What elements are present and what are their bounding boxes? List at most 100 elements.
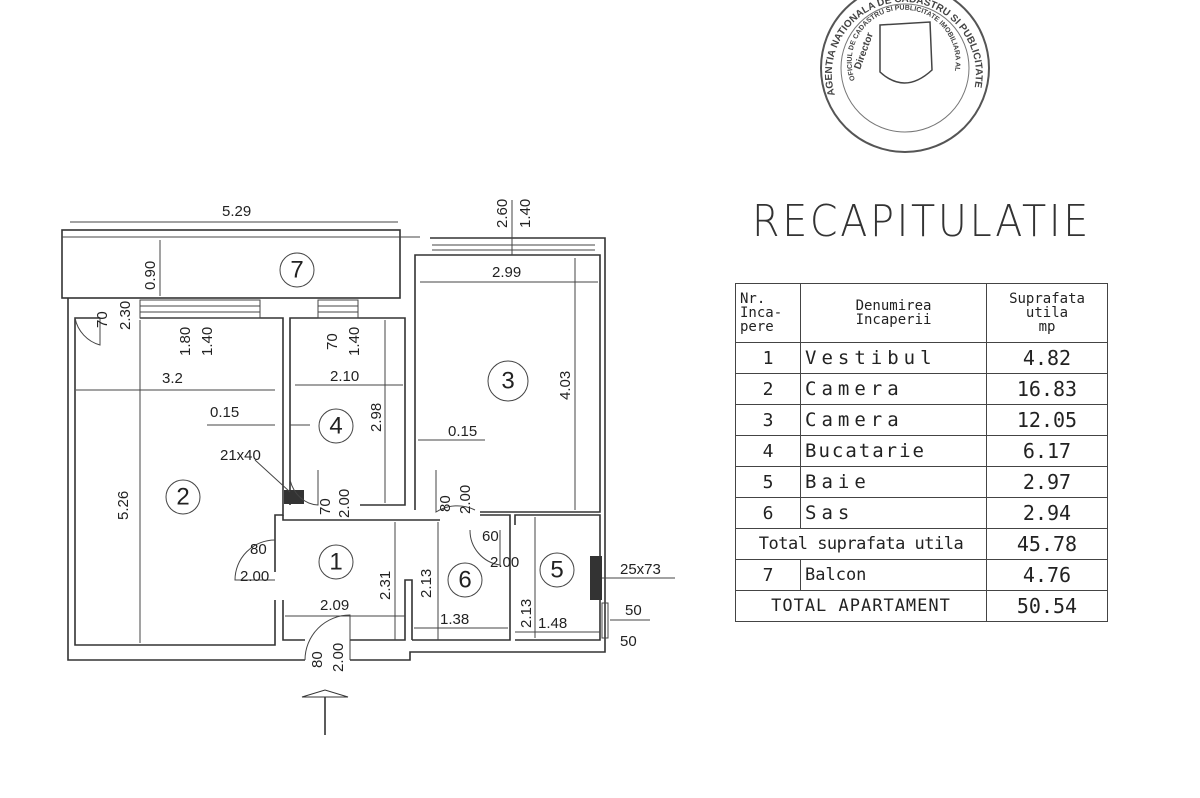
coat-of-arms-icon [879,21,933,84]
room-area: 6.17 [986,435,1108,467]
dim-label: 2.00 [336,489,353,518]
svg-text:AGENTIA NATIONALA DE CADASTRU: AGENTIA NATIONALA DE CADASTRU SI PUBLICI… [0,0,984,97]
dim-label: 2.98 [368,403,385,432]
room-name: Camera [800,373,987,405]
room-area: 12.05 [986,404,1108,436]
room-nr: 6 [735,497,801,529]
room-nr: 2 [735,373,801,405]
stamp-outer-text: AGENTIA NATIONALA DE CADASTRU SI PUBLICI… [0,0,984,97]
room-name: Vestibul [800,342,987,374]
dim-label: 4.03 [557,371,574,400]
room-number-2: 2 [176,484,189,511]
room-number-5: 5 [550,557,563,584]
header-text: Incaperii [855,312,932,328]
dim-label: 60 [482,528,499,545]
dim-label: 2.60 [494,199,511,228]
dim-label: 2.00 [330,643,347,672]
dim-label: 1.40 [199,327,216,356]
dim-label: 70 [324,333,341,350]
header-name: Denumirea Incaperii [800,283,987,343]
table-header-row: Nr. Inca- pere Denumirea Incaperii Supra… [735,283,1108,343]
dim-label: 80 [437,495,454,512]
header-text: utila [1025,305,1069,321]
dim-label: 2.00 [240,568,269,585]
dim-label: 2.10 [330,368,359,385]
dim-label: 1.40 [346,327,363,356]
room-nr: 7 [735,559,801,591]
dim-label: 50 [620,633,637,650]
dim-label: 25x73 [620,561,661,578]
dim-label: 1.48 [538,615,567,632]
header-nr: Nr. Inca- pere [735,283,801,343]
dim-label: 1.40 [517,199,534,228]
total-apartment-area: 50.54 [986,590,1108,622]
radiator-icon [590,556,602,600]
dim-label: 5.29 [222,203,251,220]
recap-title: RECAPITULATIE [752,196,1091,247]
room-number-6: 6 [458,567,471,594]
recap-table: Nr. Inca- pere Denumirea Incaperii Supra… [735,283,1108,622]
header-text: mp [1038,319,1056,335]
entrance-arrow-icon [301,689,349,735]
dim-label: 0.15 [210,404,239,421]
room-area: 2.97 [986,466,1108,498]
header-text: Inca- [740,305,783,321]
room-numbers: 7 2 4 3 1 6 5 [165,252,575,598]
room-name: Sas [800,497,987,529]
room-area: 4.76 [986,559,1108,591]
total-apartment-label: TOTAL APARTAMENT [735,590,987,622]
dim-label: 70 [94,311,111,328]
dim-label: 1.80 [177,327,194,356]
room-number-1: 1 [329,549,342,576]
header-text: Denumirea [855,298,932,314]
official-stamp: AGENTIA NATIONALA DE CADASTRU SI PUBLICI… [0,0,990,153]
dim-label: 3.2 [162,370,183,387]
shaft-icon [284,490,304,504]
walls [61,229,609,661]
dim-label: 5.26 [115,491,132,520]
total-useful-label: Total suprafata utila [735,528,987,560]
dim-label: 80 [309,651,326,668]
dim-label: 2.31 [377,571,394,600]
dim-label: 2.30 [117,301,134,330]
svg-text:OFICIUL DE CADASTRU SI PUBLICI: OFICIUL DE CADASTRU SI PUBLICITATE IMOBI… [0,0,961,82]
header-area: Suprafata utila mp [986,283,1108,343]
room-area: 2.94 [986,497,1108,529]
room-number-7: 7 [290,257,303,284]
dim-label: 21x40 [220,447,261,464]
room-nr: 4 [735,435,801,467]
header-text: Nr. [740,291,766,307]
room-name: Bucatarie [800,435,987,467]
room-nr: 1 [735,342,801,374]
stamp-inner-text: OFICIUL DE CADASTRU SI PUBLICITATE IMOBI… [0,0,961,82]
dim-label: 2.00 [490,554,519,571]
dim-label: 2.13 [518,599,535,628]
room-name: Balcon [800,559,987,591]
room-area: 16.83 [986,373,1108,405]
total-useful-area: 45.78 [986,528,1108,560]
dim-label: 2.13 [418,569,435,598]
dim-label: 80 [250,541,267,558]
dim-label: 50 [625,602,642,619]
doors [74,317,501,661]
dimension-labels: 5.29 0.90 70 2.30 1.80 1.40 3.2 0.15 70 … [94,199,661,672]
dim-label: 0.15 [448,423,477,440]
room-nr: 3 [735,404,801,436]
room-nr: 5 [735,466,801,498]
dim-label: 0.90 [142,261,159,290]
room-area: 4.82 [986,342,1108,374]
header-text: Suprafata [1009,291,1085,307]
room-number-3: 3 [501,368,514,395]
dim-label: 2.00 [457,485,474,514]
room-name: Baie [800,466,987,498]
